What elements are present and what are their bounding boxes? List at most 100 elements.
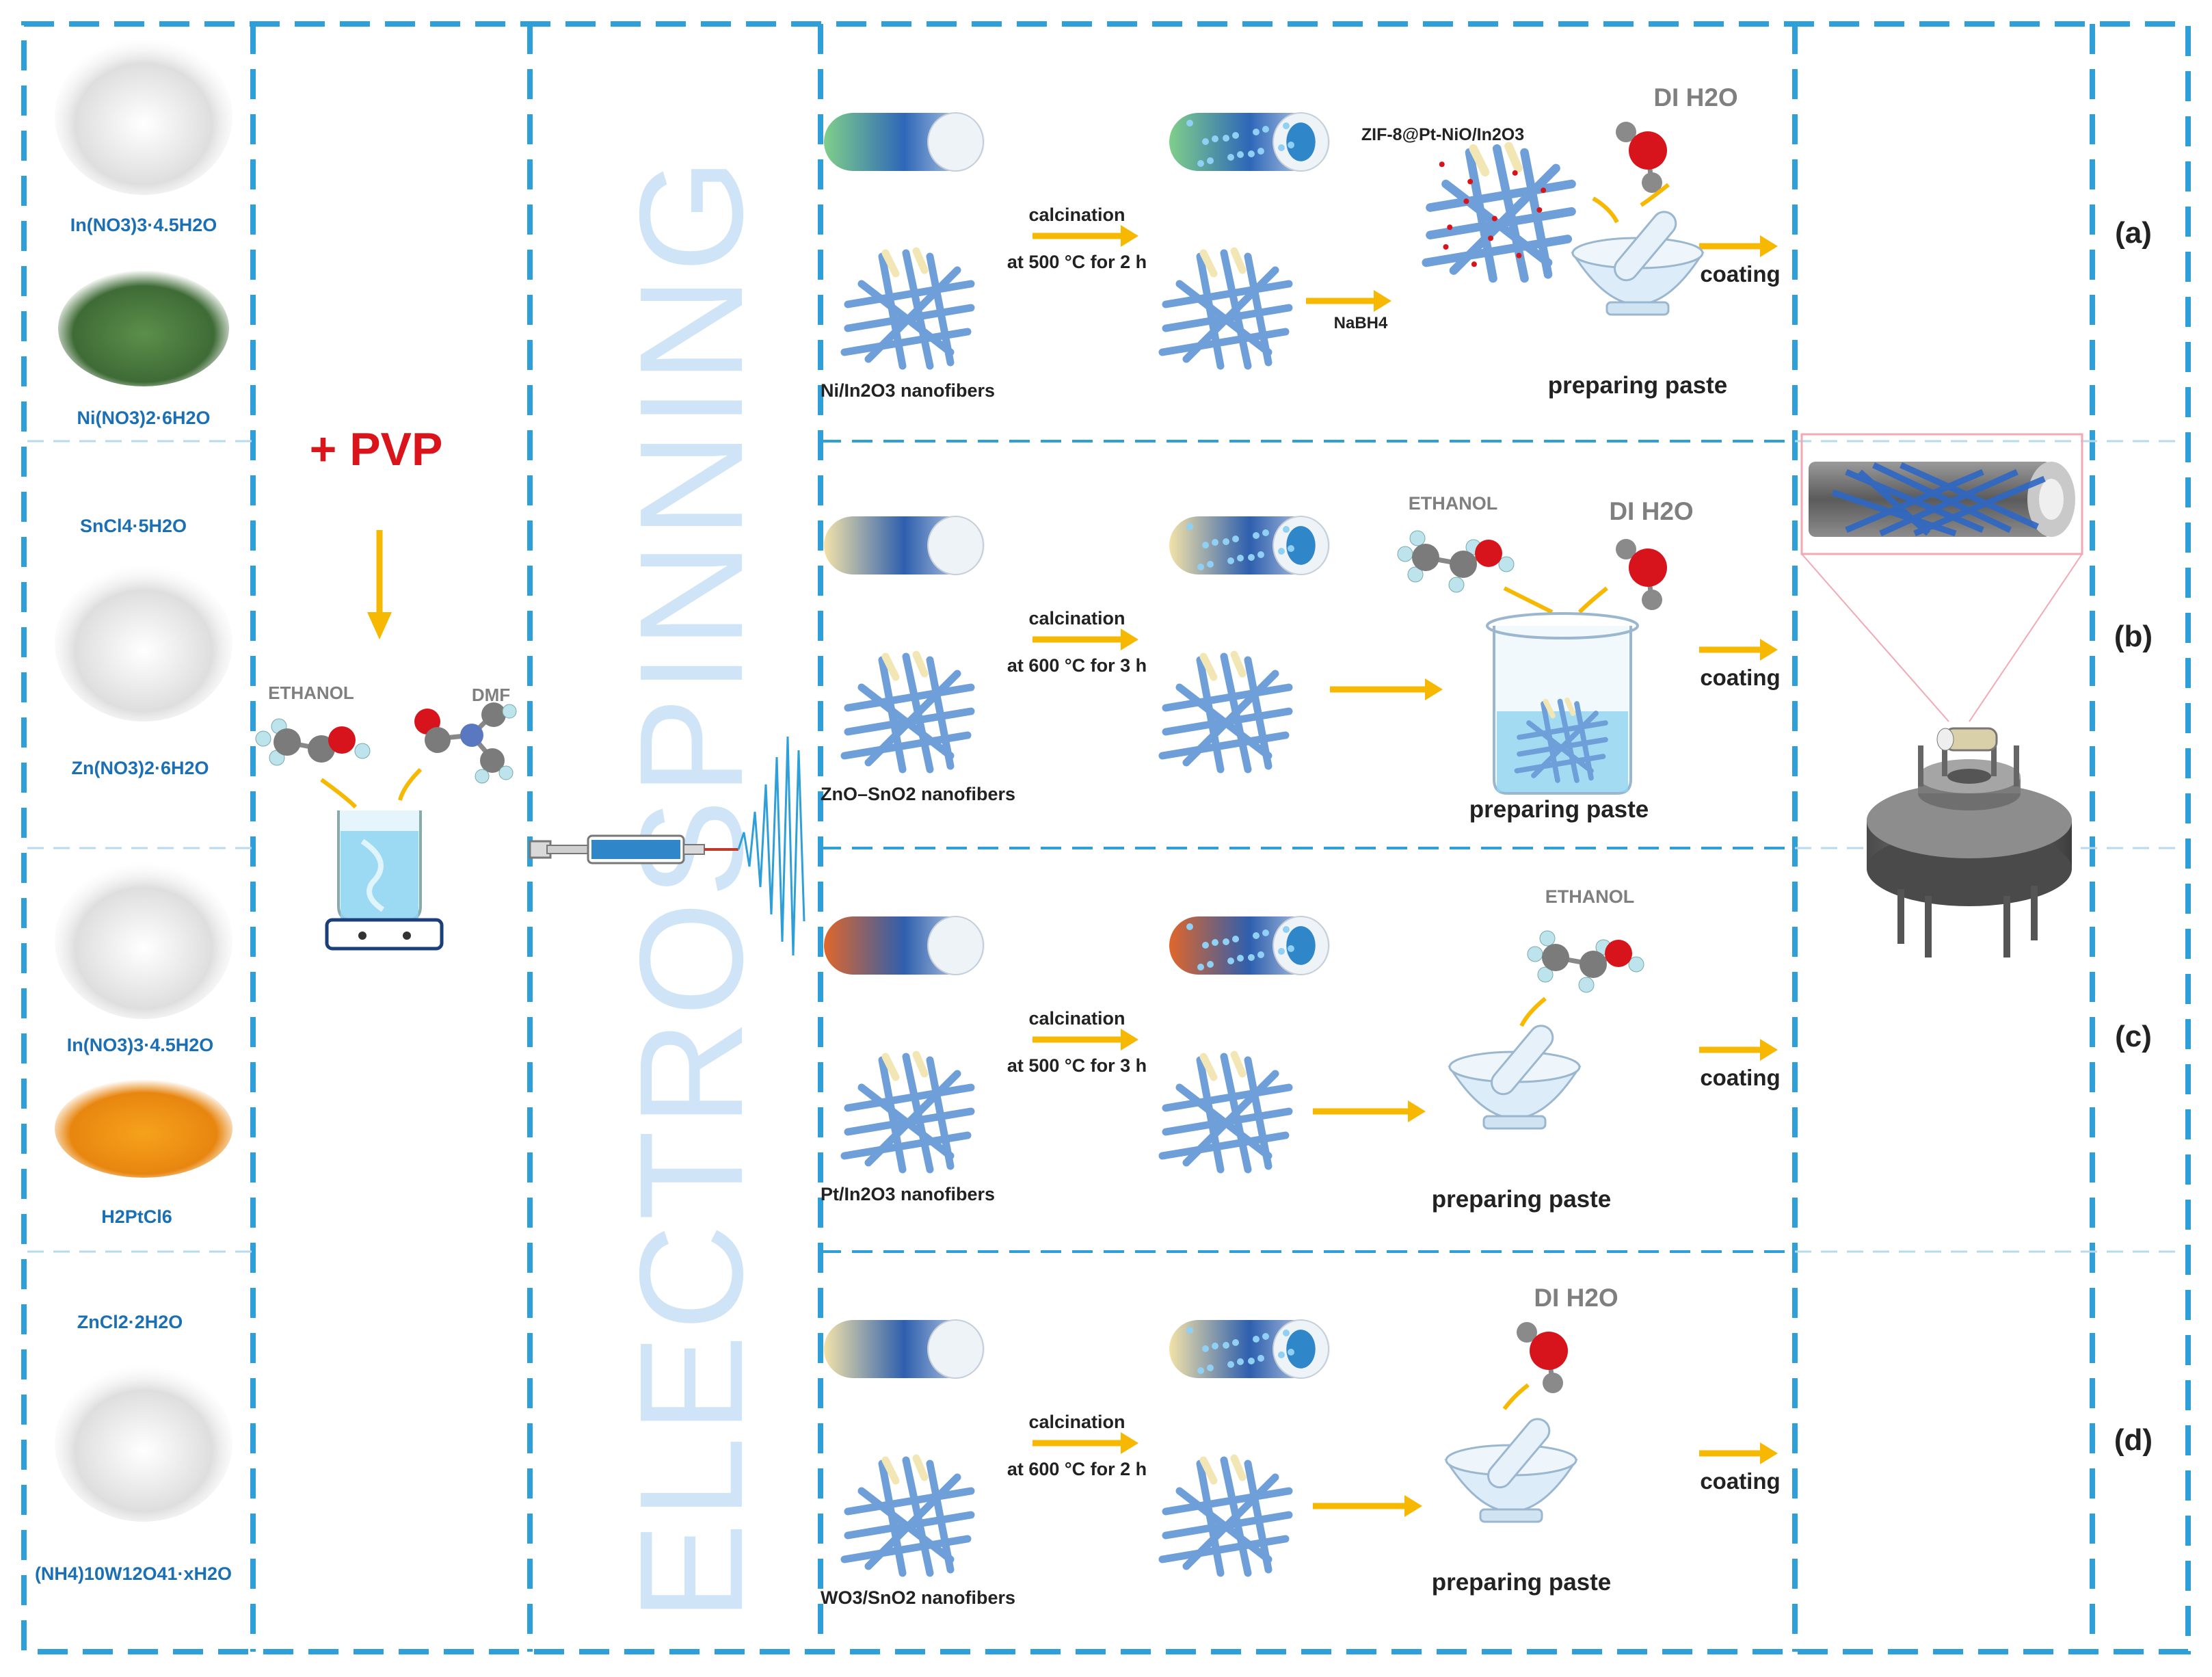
row-label-3: (d) [2114,1423,2153,1457]
nabh4-arrow [1306,290,1391,312]
calcination-condition-0: at 500 °C for 2 h [1007,252,1147,272]
calcined-porous-tube-3 [1169,1319,1330,1379]
nanofibers-label-1: ZnO–SnO2 nanofibers [821,784,1015,804]
ethanol-drop-arrow-c [1519,996,1547,1027]
ethanol-drop-arrow [320,778,358,809]
mixing-dmf-label: DMF [472,685,510,705]
water-molecule-icon-b [1616,539,1667,610]
precursor-label-a1: In(NO3)3·4.5H2O [70,215,217,235]
coating-label-0: coating [1700,261,1780,287]
precursor-label-c2: H2PtCl6 [101,1206,172,1227]
nabh4-label: NaBH4 [1334,314,1388,332]
mortar-icon-c [1448,1025,1582,1130]
precursor-label-b2: Zn(NO3)2·6H2O [71,758,209,778]
dispersed-fibers-b [1514,697,1608,783]
preparing-paste-label-b: preparing paste [1469,796,1649,823]
sensor-device [1800,433,2083,958]
coating-arrow-3 [1699,1442,1778,1464]
mortar-icon-a [1571,211,1705,316]
water-drop-arrow-d [1502,1383,1530,1410]
ceramic-tube-icon [1809,462,2075,537]
zif8-decorated-mesh-icon [1422,142,1576,283]
calcined-nanofiber-mesh-1 [1158,650,1293,774]
pvp-arrow-head [367,612,392,639]
calcination-label-0: calcination [1028,204,1125,225]
dmf-molecule-icon [414,702,517,784]
ethanol-molecule-icon-b [1397,530,1515,593]
calcined-porous-tube-0 [1169,112,1330,172]
to-mortar-arrow-c [1313,1100,1426,1122]
powder-orange-c [55,1079,232,1178]
mixing-column: + PVP ETHANOL DMF [255,423,517,951]
powder-white-b [55,564,232,722]
calcination-label-1: calcination [1028,608,1125,629]
as-spun-nanofiber-mesh-2 [840,1051,975,1174]
as-spun-fiber-tube-0 [824,112,985,172]
to-beaker-arrow-b [1330,678,1443,700]
device-zoom-box [1800,433,2083,555]
water-molecule-icon-d [1517,1322,1568,1393]
beaker-icon-b [1486,612,1639,795]
as-spun-nanofiber-mesh-0 [840,247,975,370]
calcination-arrow-2 [1032,1029,1138,1051]
calcination-condition-2: at 500 °C for 3 h [1007,1055,1147,1076]
process-row-a: Ni/In2O3 nanofibers calcination at 500 °C … [821,83,2152,401]
gas-sensor-base-icon [1867,727,2072,958]
calcination-label-3: calcination [1028,1412,1125,1432]
electrospinning-watermark: ELECTROSPINNING [609,154,773,1621]
coating-label-3: coating [1700,1468,1780,1494]
water-molecule-icon-a [1616,122,1667,193]
coating-label-2: coating [1700,1065,1780,1090]
coating-arrow-2 [1699,1039,1778,1061]
frame [21,21,2191,1654]
row-label-2: (c) [2115,1020,2152,1053]
calcination-label-2: calcination [1028,1008,1125,1029]
preparing-paste-label-d: preparing paste [1432,1569,1612,1596]
as-spun-nanofiber-mesh-3 [840,1454,975,1577]
calcination-arrow-1 [1032,629,1138,650]
coating-arrow-1 [1699,639,1778,661]
pvp-label: + PVP [310,423,443,475]
calcination-condition-3: at 600 °C for 2 h [1007,1459,1147,1479]
beaker-stirrer-icon [325,810,444,951]
di-water-label-a: DI H2O [1653,83,1737,111]
water-drop-arrow-b [1577,586,1608,614]
calcination-arrow-0 [1032,225,1138,247]
calcination-arrow-3 [1032,1432,1138,1454]
row-label-0: (a) [2115,216,2152,250]
calcined-nanofiber-mesh-2 [1158,1051,1293,1174]
ethanol-drop-arrow-b [1503,586,1554,614]
ethanol-molecule-icon [255,718,371,766]
precursor-label-d1: ZnCl2·2H2O [77,1312,183,1332]
precursor-label-a2: Ni(NO3)2·6H2O [77,408,210,428]
syringe-icon [529,736,805,956]
calcined-nanofiber-mesh-3 [1158,1454,1293,1577]
zif8-label: ZIF-8@Pt-NiO/In2O3 [1361,125,1524,144]
as-spun-fiber-tube-3 [824,1319,985,1379]
precursor-label-b1: SnCl4·5H2O [80,516,187,536]
ethanol-label-c: ETHANOL [1545,886,1635,907]
calcined-porous-tube-2 [1169,916,1330,975]
mixing-ethanol-label: ETHANOL [268,683,354,703]
precursor-label-d2: (NH4)10W12O41·xH2O [35,1563,232,1584]
powder-white-c [55,862,232,1019]
water-drop-arrow-a2 [1640,183,1670,207]
process-rows: Ni/In2O3 nanofibers calcination at 500 °C … [821,83,2153,1608]
nanofibers-label-0: Ni/In2O3 nanofibers [821,380,995,401]
di-water-label-d: DI H2O [1534,1284,1618,1312]
coating-arrow-0 [1699,235,1778,257]
precursor-column: In(NO3)3·4.5H2O Ni(NO3)2·6H2O SnCl4·5H2O… [35,38,232,1584]
calcination-condition-1: at 600 °C for 3 h [1007,655,1147,676]
as-spun-nanofiber-mesh-1 [840,650,975,774]
process-row-b: ZnO–SnO2 nanofibers calcination at 600 °C … [821,493,2153,823]
calcined-porous-tube-1 [1169,516,1330,575]
jet-wave-icon [737,736,805,956]
dmf-drop-arrow [398,767,423,801]
powder-green-a [58,270,229,386]
ethanol-label-b: ETHANOL [1409,493,1498,514]
powder-white-d [55,1364,232,1522]
as-spun-fiber-tube-1 [824,516,985,575]
row-label-1: (b) [2114,620,2153,653]
